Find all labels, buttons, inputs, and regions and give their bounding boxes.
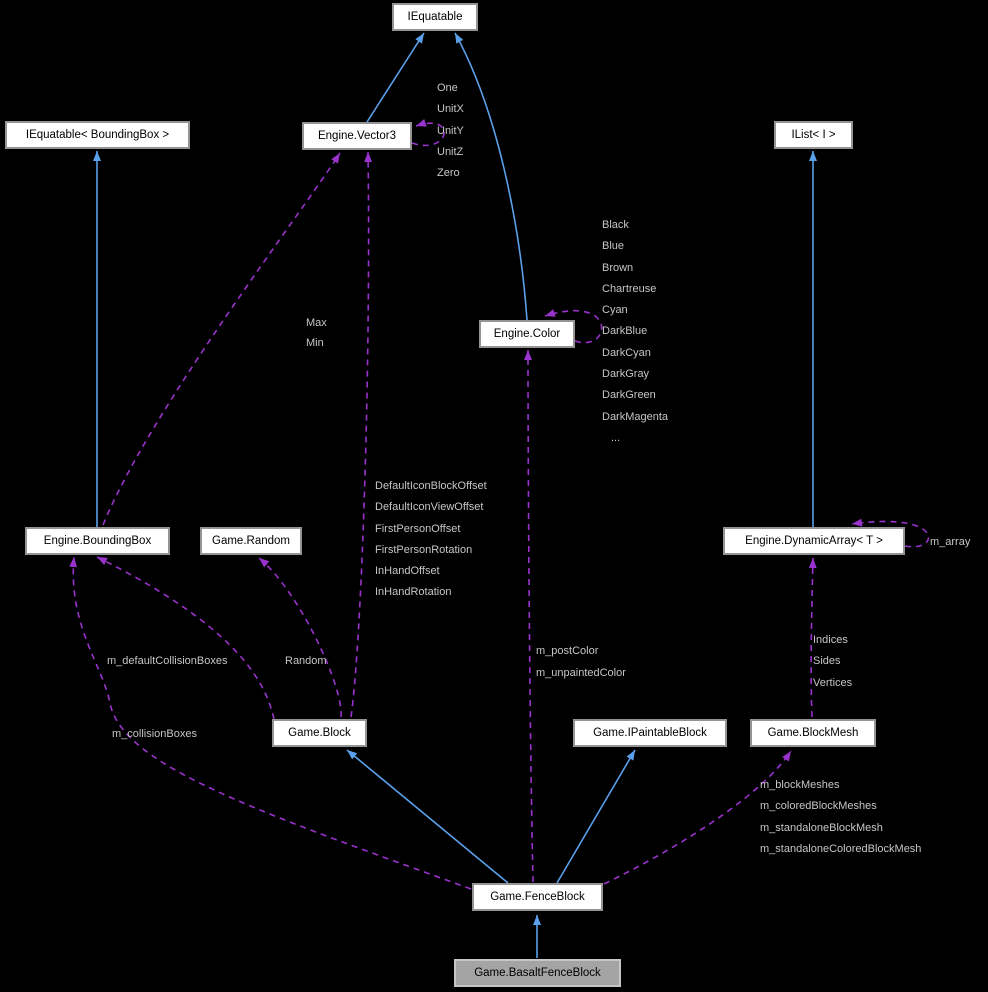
member-label: Black [602, 219, 629, 231]
member-label: DarkGreen [602, 389, 656, 402]
edge-dynamicarray-self-usage [851, 518, 930, 548]
node-ilist[interactable]: IList< I > [774, 121, 853, 149]
member-label: Zero [437, 167, 460, 180]
member-label: DarkGray [602, 368, 650, 381]
node-iequatable-boundingbox[interactable]: IEquatable< BoundingBox > [5, 121, 190, 149]
node-game-block[interactable]: Game.Block [272, 719, 367, 747]
edge-fenceblock-uses-color [524, 349, 534, 883]
member-label: Chartreuse [602, 282, 657, 295]
member-label: Sides [813, 655, 841, 668]
member-label: FirstPersonRotation [375, 543, 473, 556]
member-label: Blue [602, 240, 625, 253]
member-label: FirstPersonOffset [375, 522, 461, 535]
block-boundingbox-label: m_defaultCollisionBoxes [107, 655, 228, 667]
edge-fenceblock-inherits-ipaintableblock [556, 749, 636, 884]
member-label: DarkCyan [602, 346, 651, 359]
block-vector3-members: DefaultIconBlockOffset DefaultIconViewOf… [375, 476, 487, 604]
edge-color-inherits-iequatable [454, 32, 528, 321]
edge-vector3-inherits-iequatable [366, 32, 425, 123]
node-engine-dynamicarray[interactable]: Engine.DynamicArray< T > [723, 527, 905, 555]
dynamicarray-m-array-label: m_array [930, 536, 971, 548]
member-label: InHandRotation [375, 586, 452, 599]
fenceblock-boundingbox-label: m_collisionBoxes [112, 728, 197, 740]
edge-fenceblock-inherits-block [346, 749, 509, 884]
member-label-ellipsis: ... [611, 431, 621, 444]
member-label: DefaultIconBlockOffset [375, 480, 487, 492]
fenceblock-color-members: m_postColor m_unpaintedColor [536, 641, 626, 684]
edge-color-self-usage [544, 309, 603, 344]
fenceblock-blockmesh-members: m_blockMeshes m_coloredBlockMeshes m_sta… [760, 775, 921, 860]
member-label: m_standaloneBlockMesh [760, 821, 883, 834]
member-label: Indices [813, 634, 848, 646]
edge-block-uses-vector3 [350, 151, 373, 718]
edge-fenceblock-uses-blockmesh [603, 750, 792, 885]
member-label: Brown [602, 261, 634, 274]
block-random-label: Random [285, 655, 327, 667]
member-label: m_postColor [536, 645, 599, 657]
member-label: m_coloredBlockMeshes [760, 800, 877, 813]
node-game-ipaintableblock[interactable]: Game.IPaintableBlock [573, 719, 727, 747]
color-static-members: Black Blue Brown Chartreuse Cyan DarkBlu… [602, 215, 668, 449]
member-label: m_unpaintedColor [536, 666, 626, 679]
blockmesh-dynamicarray-members: Indices Sides Vertices [813, 630, 852, 694]
node-engine-color[interactable]: Engine.Color [479, 320, 575, 348]
edge-boundingbox-uses-vector3 [102, 152, 341, 526]
node-game-random[interactable]: Game.Random [200, 527, 302, 555]
node-game-basaltfenceblock[interactable]: Game.BasaltFenceBlock [454, 959, 621, 987]
member-label: m_standaloneColoredBlockMesh [760, 842, 922, 855]
member-label: UnitY [437, 124, 464, 137]
edge-block-uses-random [258, 557, 342, 718]
member-label: One [437, 82, 458, 94]
vector3-static-members: One UnitX UnitY UnitZ Zero [437, 78, 464, 184]
edge-blockmesh-uses-dynamicarray [808, 557, 817, 718]
member-label: Max [306, 317, 327, 329]
member-label: DarkBlue [602, 325, 648, 338]
member-label: InHandOffset [375, 565, 440, 578]
node-iequatable[interactable]: IEquatable [392, 3, 478, 31]
edge-fenceblock-uses-boundingbox [69, 556, 472, 890]
member-label: Min [306, 337, 324, 349]
edge-vector3-self-usage [411, 119, 445, 147]
member-label: Cyan [602, 304, 628, 317]
member-label: Vertices [813, 676, 853, 689]
node-engine-boundingbox[interactable]: Engine.BoundingBox [25, 527, 170, 555]
member-label: UnitX [437, 103, 464, 116]
boundingbox-vector3-members: Max Min [306, 313, 327, 353]
edge-block-uses-boundingbox [96, 556, 275, 720]
member-label: m_blockMeshes [760, 779, 840, 791]
member-label: UnitZ [437, 145, 464, 158]
member-label: DarkMagenta [602, 410, 669, 423]
node-game-blockmesh[interactable]: Game.BlockMesh [750, 719, 876, 747]
member-label: DefaultIconViewOffset [375, 501, 484, 514]
node-game-fenceblock[interactable]: Game.FenceBlock [472, 883, 603, 911]
node-engine-vector3[interactable]: Engine.Vector3 [302, 122, 412, 150]
